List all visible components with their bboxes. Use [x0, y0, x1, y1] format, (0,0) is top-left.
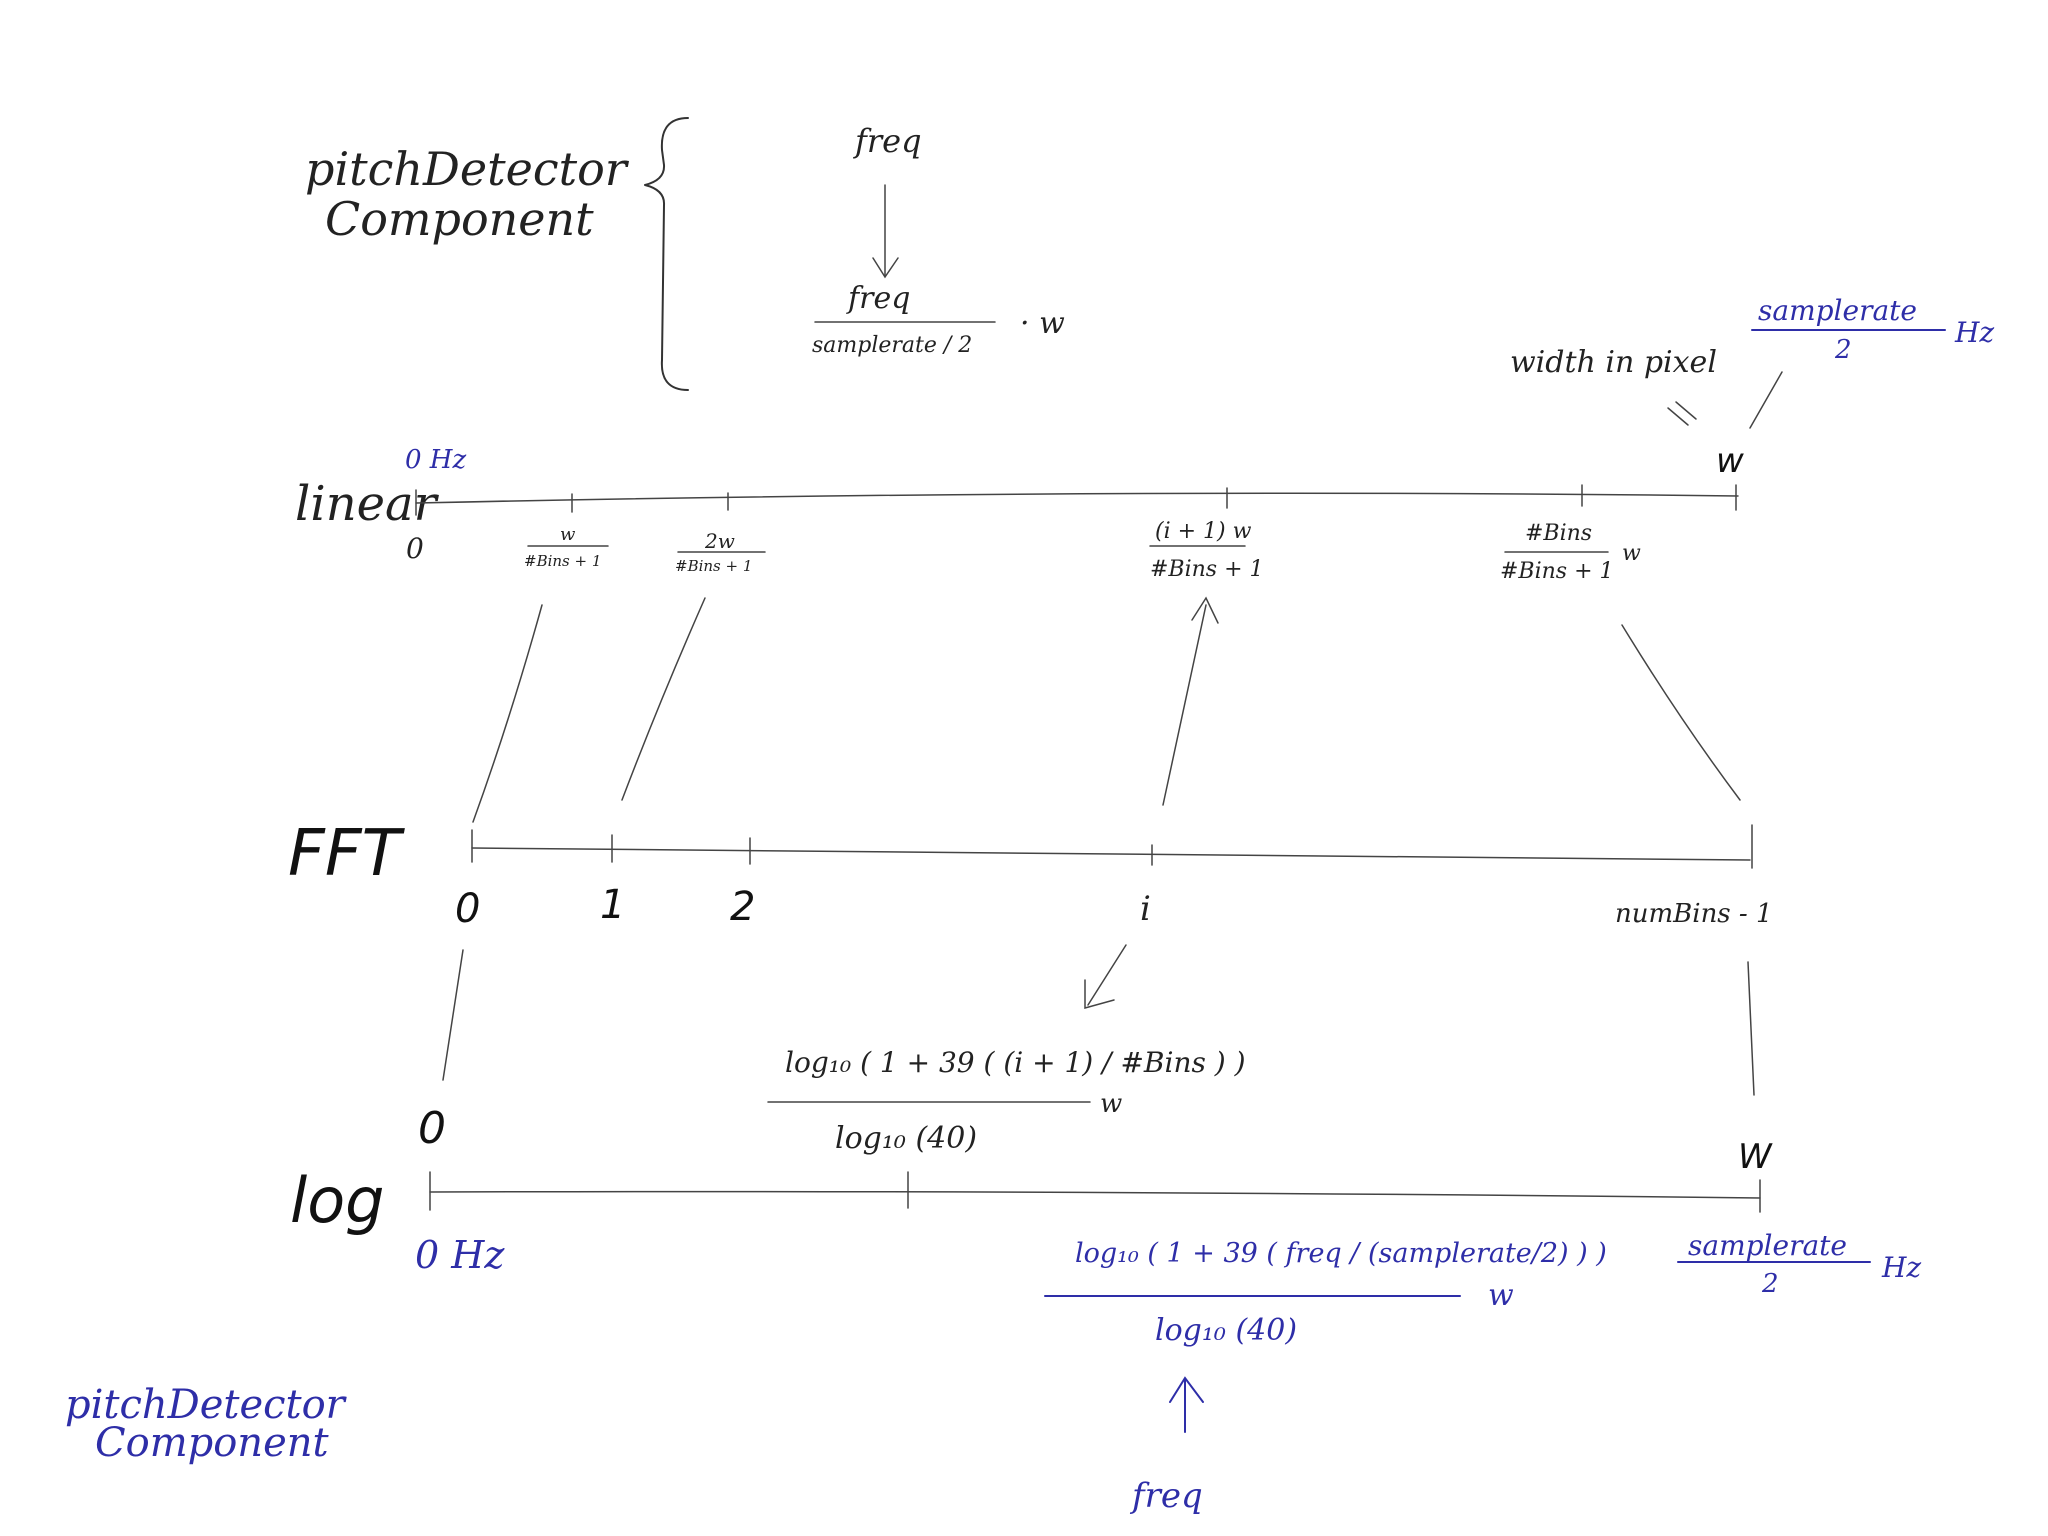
log-freq-formula-mul: w [1488, 1278, 1514, 1313]
top-formula-den: samplerate / 2 [812, 333, 972, 358]
top-freq-label: freq [853, 122, 922, 160]
log-sr-den: 2 [1761, 1269, 1779, 1299]
connector-linear1-fft0 [472, 604, 543, 823]
linear-axis-line [415, 492, 1739, 504]
log-freq-formula-den: log₁₀ (40) [1155, 1313, 1297, 1348]
equals-stroke-1 [1667, 407, 1689, 426]
fft-tick1-label: 1 [600, 882, 625, 928]
log-bin-formula-den: log₁₀ (40) [835, 1121, 977, 1156]
linear-axis-name: linear [295, 476, 440, 532]
linear-tick2-den: #Bins + 1 [675, 557, 752, 575]
top-sr-unit: Hz [1954, 316, 1994, 349]
connector-fft-i-linear [1162, 604, 1207, 806]
connector-ffti-log [1087, 944, 1127, 1006]
top-freq-arrowhead [872, 257, 899, 279]
fft-axis-line [471, 847, 1751, 861]
fft-tick0-label: 0 [455, 886, 480, 932]
linear-tick0-label: 0 [406, 532, 424, 565]
log-top-w: W [1738, 1137, 1773, 1177]
linear-ticki-den: #Bins + 1 [1150, 557, 1264, 582]
connector-ffti-log-arrowhead [1084, 979, 1115, 1009]
log-freq-formula-num: log₁₀ ( 1 + 39 ( freq / (samplerate/2) )… [1075, 1238, 1607, 1269]
connector-fft0-log0 [442, 949, 464, 1081]
connector-fft-i-arrowhead [1191, 596, 1219, 624]
log-zero-hz: 0 Hz [415, 1233, 505, 1277]
top-formula-mul: · w [1020, 306, 1065, 341]
fft-tickn-label: numBins - 1 [1615, 899, 1773, 929]
connector-fftn-logw [1747, 961, 1755, 1096]
top-sr-num: samplerate [1758, 294, 1917, 327]
connector-linearn-fftn [1621, 624, 1741, 801]
linear-tickn-den: #Bins + 1 [1500, 559, 1614, 584]
freq-up-arrowhead [1169, 1376, 1204, 1403]
bottom-component-line2: Component [95, 1420, 330, 1466]
linear-w-label: w [1716, 441, 1744, 481]
equals-stroke-2 [1675, 401, 1697, 420]
log-axis-line [429, 1190, 1761, 1199]
fft-ticki-label: i [1140, 889, 1151, 929]
linear-ticki-num: (i + 1) w [1155, 519, 1252, 544]
width-in-pixel-label: width in pixel [1510, 345, 1717, 380]
freq-arrow-label: freq [1129, 1476, 1203, 1516]
top-component-line1: pitchDetector [305, 142, 630, 196]
linear-tick1-den: #Bins + 1 [524, 552, 601, 570]
bottom-component-line1: pitchDetector [65, 1382, 348, 1428]
connector-linear2-fft1 [621, 597, 706, 801]
curly-brace [644, 117, 689, 391]
log-sr-num: samplerate [1688, 1229, 1847, 1262]
log-sr-unit: Hz [1881, 1251, 1921, 1284]
fft-tick2-label: 2 [730, 884, 755, 930]
top-formula-num: freq [846, 281, 910, 316]
top-sr-den: 2 [1834, 335, 1852, 365]
top-component-line2: Component [325, 192, 594, 246]
linear-tickn-num: #Bins [1525, 521, 1592, 546]
linear-tickn-mul: w [1622, 541, 1641, 566]
sr-to-w-line [1749, 371, 1783, 429]
fft-axis-name: FFT [288, 817, 406, 891]
linear-tick2-num: 2w [704, 529, 735, 553]
linear-tick1-num: w [560, 524, 576, 545]
log-bin-formula-num: log₁₀ ( 1 + 39 ( (i + 1) / #Bins ) ) [785, 1046, 1246, 1079]
log-top-zero: 0 [418, 1103, 446, 1154]
log-bin-formula-mul: w [1100, 1089, 1122, 1119]
log-axis-name: log [290, 1164, 385, 1237]
linear-zero-hz: 0 Hz [405, 445, 466, 475]
